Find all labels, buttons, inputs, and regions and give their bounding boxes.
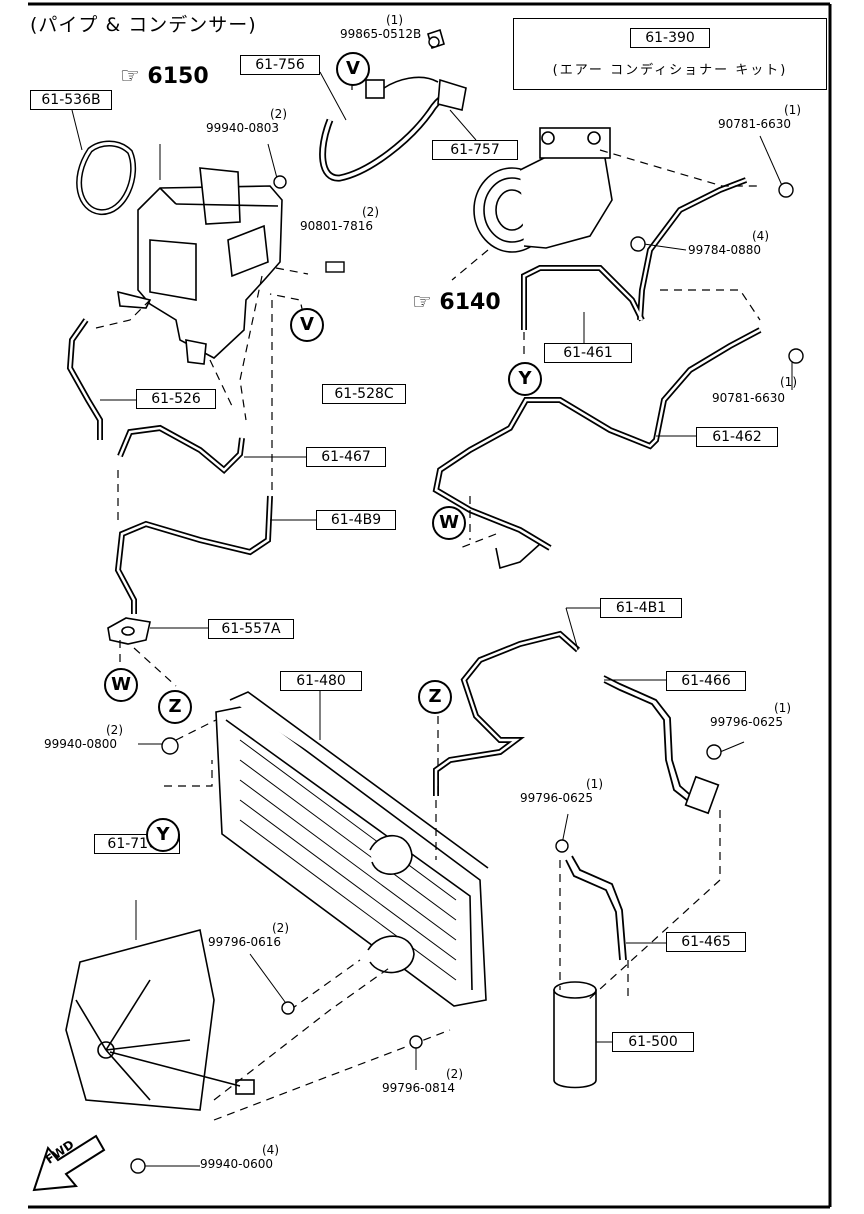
part-box-61-4B1[interactable]: 61-4B1 [600, 598, 682, 618]
qty-99940-0600: (4) [262, 1143, 279, 1157]
marker-y-right[interactable]: Y [508, 362, 542, 396]
kit-code[interactable]: 61-390 [630, 28, 710, 48]
pipe-61-4B9-drawing [114, 495, 273, 614]
condenser-fins [239, 739, 457, 981]
marker-z-left[interactable]: Z [158, 690, 192, 724]
fastener-99784-0880[interactable]: 99784-0880 [688, 243, 762, 257]
pipe-61-466-drawing [603, 675, 697, 805]
fastener-99796-0625-b[interactable]: 99796-0625 [520, 791, 594, 805]
qty-99796-0814: (2) [446, 1067, 463, 1081]
qty-99796-0625-a: (1) [774, 701, 791, 715]
qty-90781-6630-mid: (1) [780, 375, 797, 389]
fastener-90801-7816[interactable]: 90801-7816 [300, 219, 374, 233]
part-box-61-467[interactable]: 61-467 [306, 447, 386, 467]
page-title: (パイプ & コンデンサー) [30, 14, 257, 36]
part-box-61-465[interactable]: 61-465 [666, 932, 746, 952]
part-box-61-480[interactable]: 61-480 [280, 671, 362, 691]
qty-99940-0803: (2) [270, 107, 287, 121]
evaporator-unit-drawing [117, 167, 283, 365]
part-box-61-756[interactable]: 61-756 [240, 55, 320, 75]
qty-99784-0880: (4) [752, 229, 769, 243]
pipe-61-4B1-drawing [433, 630, 580, 796]
marker-v-top[interactable]: V [336, 52, 370, 86]
ref-group-6140[interactable]: ☞ 6140 [412, 290, 501, 315]
part-box-61-526[interactable]: 61-526 [136, 389, 216, 409]
marker-w-right[interactable]: W [432, 506, 466, 540]
pipe-61-467-drawing [117, 424, 245, 475]
qty-99796-0625-b: (1) [586, 777, 603, 791]
condenser-drawing [215, 691, 489, 1007]
part-box-61-4B9[interactable]: 61-4B9 [316, 510, 396, 530]
ref-group-6140-code: 6140 [439, 290, 501, 315]
part-box-61-461[interactable]: 61-461 [544, 343, 632, 363]
marker-v-mid[interactable]: V [290, 308, 324, 342]
fwd-arrow-icon [32, 1134, 106, 1192]
part-box-61-500[interactable]: 61-500 [612, 1032, 694, 1052]
qty-99940-0800: (2) [106, 723, 123, 737]
marker-y-left[interactable]: Y [146, 818, 180, 852]
ref-group-6150-code: 6150 [147, 64, 209, 89]
receiver-drier-drawing [553, 981, 597, 1089]
fastener-90781-6630-top[interactable]: 90781-6630 [718, 117, 792, 131]
qty-90801-7816: (2) [362, 205, 379, 219]
kit-box: 61-390 (エアー コンディショナー キット) [513, 18, 827, 90]
fastener-99940-0800[interactable]: 99940-0800 [44, 737, 118, 751]
part-box-61-462[interactable]: 61-462 [696, 427, 778, 447]
fastener-90781-6630-mid[interactable]: 90781-6630 [712, 391, 786, 405]
reference-hand-icon: ☞ [412, 290, 432, 315]
part-box-61-757[interactable]: 61-757 [432, 140, 518, 160]
kit-name: (エアー コンディショナー キット) [552, 63, 788, 78]
fastener-99796-0814[interactable]: 99796-0814 [382, 1081, 456, 1095]
part-box-61-536B[interactable]: 61-536B [30, 90, 112, 110]
part-box-61-528C[interactable]: 61-528C [322, 384, 406, 404]
reference-hand-icon: ☞ [120, 64, 140, 89]
compressor-drawing [473, 127, 613, 253]
pipe-61-465-drawing [565, 855, 627, 961]
part-box-61-557A[interactable]: 61-557A [208, 619, 294, 639]
marker-w-left[interactable]: W [104, 668, 138, 702]
ref-group-6150[interactable]: ☞ 6150 [120, 64, 209, 89]
fastener-glyphs [130, 36, 804, 1174]
fan-assembly-drawing [65, 929, 255, 1111]
fastener-99940-0600[interactable]: 99940-0600 [200, 1157, 274, 1171]
fastener-99796-0616[interactable]: 99796-0616 [208, 935, 282, 949]
fastener-99940-0803[interactable]: 99940-0803 [206, 121, 280, 135]
part-box-61-466[interactable]: 61-466 [666, 671, 746, 691]
qty-90781-6630-top: (1) [784, 103, 801, 117]
fastener-99796-0625-a[interactable]: 99796-0625 [710, 715, 784, 729]
fastener-99865-0512B[interactable]: 99865-0512B [340, 27, 422, 41]
qty-99796-0616: (2) [272, 921, 289, 935]
marker-z-right[interactable]: Z [418, 680, 452, 714]
qty-99865-0512B: (1) [386, 13, 403, 27]
